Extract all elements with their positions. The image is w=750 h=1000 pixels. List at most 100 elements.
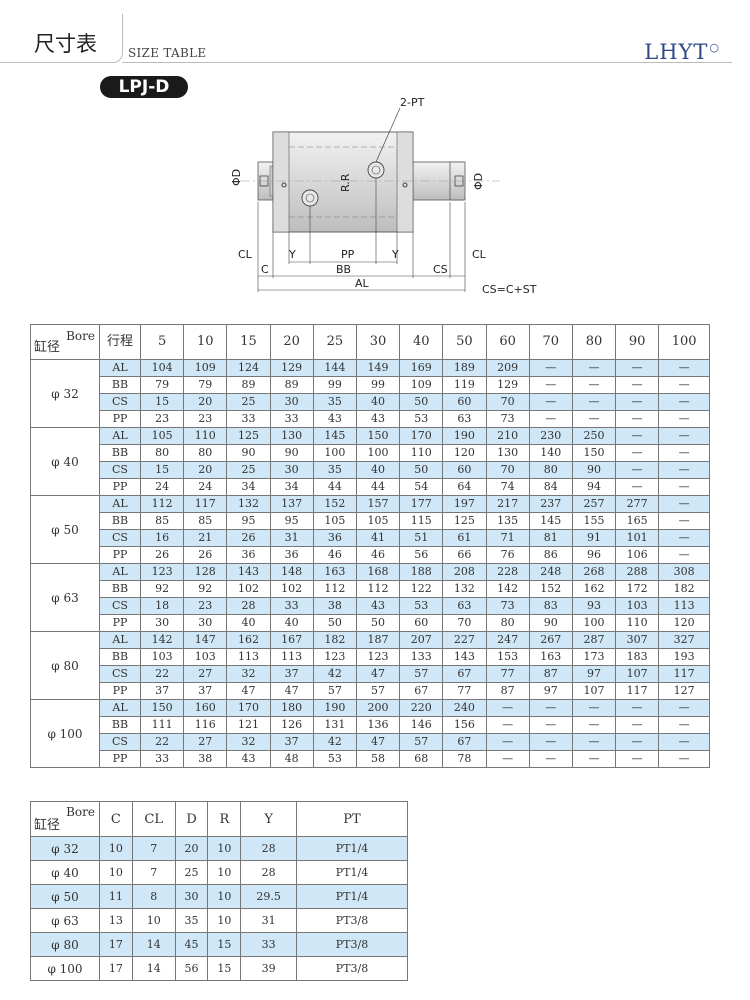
value-cell: 14 — [131, 932, 176, 957]
value-cell: 89 — [269, 376, 314, 394]
value-cell: 20 — [174, 836, 209, 861]
value-cell: 41 — [355, 529, 401, 547]
value-cell: 70 — [485, 461, 530, 479]
value-cell: 23 — [183, 410, 228, 428]
value-cell: 95 — [269, 512, 314, 530]
svg-text:C: C — [261, 263, 269, 276]
value-cell: 167 — [269, 631, 314, 649]
value-cell: 142 — [485, 580, 530, 598]
value-cell: — — [571, 376, 617, 394]
value-cell: 172 — [615, 580, 660, 598]
value-cell: 13 — [99, 908, 133, 933]
value-cell: 57 — [355, 682, 401, 700]
value-cell: 129 — [485, 376, 530, 394]
value-cell: 37 — [139, 682, 185, 700]
value-cell: 47 — [269, 682, 314, 700]
value-cell: 20 — [183, 461, 228, 479]
value-cell: 30 — [269, 461, 314, 479]
value-cell: 168 — [355, 563, 401, 581]
value-cell: — — [571, 716, 617, 734]
brand-logo: LHYT○ — [644, 40, 720, 64]
value-cell: 43 — [226, 750, 271, 768]
row-key: PP — [99, 478, 141, 496]
value-cell: 182 — [658, 580, 710, 598]
value-cell: 150 — [355, 427, 401, 445]
value-cell: 80 — [528, 461, 573, 479]
value-cell: 123 — [139, 563, 185, 581]
value-cell: 84 — [528, 478, 573, 496]
bore-cell: φ 63 — [30, 563, 100, 632]
value-cell: 60 — [399, 614, 444, 632]
value-cell: 190 — [312, 699, 357, 717]
page-title: 尺寸表 — [34, 32, 97, 56]
value-cell: 87 — [528, 665, 573, 683]
value-cell: 48 — [269, 750, 314, 768]
value-cell: 250 — [571, 427, 617, 445]
value-cell: 143 — [442, 648, 487, 666]
value-cell: 33 — [269, 410, 314, 428]
value-cell: — — [528, 410, 573, 428]
value-cell: 51 — [399, 529, 444, 547]
value-cell: 32 — [226, 665, 271, 683]
value-cell: — — [615, 733, 660, 751]
value-cell: 50 — [312, 614, 357, 632]
row-key: BB — [99, 716, 141, 734]
value-cell: 93 — [571, 597, 617, 615]
value-cell: — — [528, 393, 573, 411]
value-cell: 60 — [442, 461, 487, 479]
row-key: PP — [99, 410, 141, 428]
value-cell: 240 — [442, 699, 487, 717]
value-cell: 33 — [139, 750, 185, 768]
column-header: CL — [131, 801, 176, 837]
value-cell: 91 — [571, 529, 617, 547]
value-cell: 38 — [312, 597, 357, 615]
value-cell: 145 — [312, 427, 357, 445]
value-cell: 163 — [528, 648, 573, 666]
value-cell: 26 — [183, 546, 228, 564]
value-cell: 257 — [571, 495, 617, 513]
value-cell: PT1/4 — [296, 860, 408, 885]
value-cell: 117 — [658, 665, 710, 683]
value-cell: 117 — [183, 495, 228, 513]
value-cell: 7 — [131, 860, 176, 885]
value-cell: 135 — [485, 512, 530, 530]
value-cell: 109 — [399, 376, 444, 394]
value-cell: 80 — [183, 444, 228, 462]
value-cell: 56 — [174, 956, 209, 981]
value-cell: 125 — [442, 512, 487, 530]
value-cell: 42 — [312, 665, 357, 683]
value-cell: — — [528, 733, 573, 751]
value-cell: 67 — [442, 665, 487, 683]
value-cell: 40 — [226, 614, 271, 632]
value-cell: 193 — [658, 648, 710, 666]
value-cell: 149 — [355, 359, 401, 377]
value-cell: 23 — [139, 410, 185, 428]
value-cell: 46 — [312, 546, 357, 564]
value-cell: 132 — [442, 580, 487, 598]
value-cell: 10 — [207, 884, 242, 909]
value-cell: 112 — [355, 580, 401, 598]
value-cell: 34 — [269, 478, 314, 496]
value-cell: 288 — [615, 563, 660, 581]
value-cell: 21 — [183, 529, 228, 547]
stroke-column-header: 20 — [269, 324, 314, 360]
bore-cell: φ 32 — [30, 359, 100, 428]
stroke-column-header: 5 — [139, 324, 185, 360]
value-cell: 42 — [312, 733, 357, 751]
bore-cell: φ 50 — [30, 884, 100, 909]
bore-cell: φ 80 — [30, 631, 100, 700]
value-cell: 17 — [99, 932, 133, 957]
value-cell: 14 — [131, 956, 176, 981]
value-cell: — — [658, 478, 710, 496]
value-cell: 28 — [240, 836, 297, 861]
value-cell: 94 — [571, 478, 617, 496]
value-cell: 165 — [615, 512, 660, 530]
